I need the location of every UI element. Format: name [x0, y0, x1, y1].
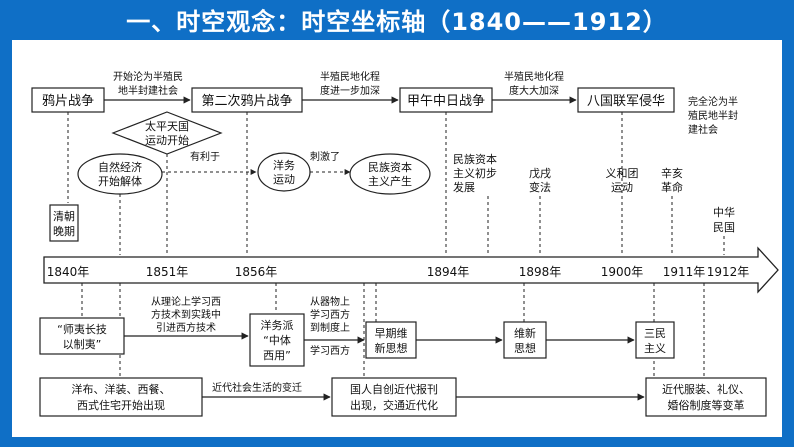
shiyi-box — [39, 317, 125, 355]
roc-1: 中华 — [713, 205, 735, 219]
note-theory-3: 引进西方技术 — [156, 321, 216, 334]
sanmin-2: 主义 — [644, 342, 666, 355]
year-1856: 1856年 — [235, 265, 278, 279]
note-deepened-1: 半殖民地化程 — [320, 70, 380, 83]
event-eight-nation-box — [577, 87, 675, 113]
early-reform-1: 早期维 — [375, 327, 408, 340]
note-fully-semi-colonial-1: 完全沦为半 — [688, 95, 738, 108]
roc-2: 民国 — [713, 221, 735, 234]
zhongti-2: “中体 — [263, 333, 291, 347]
wuxu-reform-1: 戊戌 — [529, 167, 551, 180]
natural-economy-ellipse — [77, 153, 163, 195]
year-1911: 1911年 — [663, 265, 706, 279]
note-semi-colonial-start-1: 开始沦为半殖民 — [113, 70, 183, 83]
national-capital-1: 民族资本 — [368, 160, 412, 174]
natural-economy-1: 自然经济 — [98, 160, 142, 174]
event-sino-japanese-war: 甲午中日战争 — [407, 94, 485, 109]
zhongti-3: 西用” — [263, 349, 291, 362]
shiyi-1: “师夷长技 — [57, 323, 107, 336]
year-1898: 1898年 — [519, 265, 562, 279]
note-greatly-deepened-1: 半殖民地化程 — [504, 70, 564, 83]
page-title: 一、时空观念：时空坐标轴（1840——1912） — [126, 8, 668, 36]
year-1894: 1894年 — [427, 265, 470, 279]
late-qing-1: 清朝 — [53, 210, 75, 223]
note-deepened-2: 度进一步加深 — [320, 84, 380, 97]
year-1840: 1840年 — [47, 265, 90, 279]
label-stimulate: 刺激了 — [310, 150, 340, 163]
yangwu-2: 运动 — [273, 173, 295, 186]
taiping-line-1: 太平天国 — [145, 120, 189, 133]
society-right-2: 婚俗制度等变革 — [668, 398, 745, 412]
early-development-2: 主义初步 — [453, 166, 497, 180]
label-helps: 有利于 — [190, 150, 220, 163]
note-artifact-2: 学习西方 — [310, 308, 350, 321]
society-left-2: 西式住宅开始出现 — [77, 398, 165, 412]
late-qing-2: 晚期 — [53, 225, 75, 238]
society-right-1: 近代服装、礼仪、 — [662, 382, 750, 396]
xinhai-1: 辛亥 — [661, 166, 683, 180]
zhongti-1: 洋务派 — [261, 318, 294, 332]
society-mid-1: 国人自创近代报刊 — [350, 382, 438, 396]
year-1851: 1851年 — [146, 265, 189, 279]
xinhai-2: 革命 — [661, 180, 683, 194]
national-capital-2: 主义产生 — [368, 174, 412, 188]
frame-right — [782, 0, 794, 447]
event-eight-nation: 八国联军侵华 — [587, 93, 665, 109]
year-1912: 1912年 — [707, 265, 750, 279]
late-qing-box — [49, 204, 79, 242]
title-bar — [0, 0, 794, 40]
early-development-1: 民族资本 — [453, 152, 497, 166]
society-change-label: 近代社会生活的变迁 — [212, 381, 302, 394]
note-artifact-4: 学习西方 — [310, 344, 350, 357]
reform-1: 维新 — [514, 326, 536, 340]
society-mid-box — [331, 377, 457, 417]
early-reform-2: 新思想 — [375, 341, 408, 355]
note-artifact-1: 从器物上 — [310, 295, 350, 308]
frame-left — [0, 0, 12, 447]
early-reform-box — [365, 321, 417, 359]
sanmin-1: 三民 — [644, 327, 666, 340]
wuxu-reform-2: 变法 — [529, 180, 551, 194]
natural-economy-2: 开始解体 — [98, 174, 142, 188]
note-theory-2: 方技术到实践中 — [151, 308, 221, 321]
taiping-line-2: 运动开始 — [145, 133, 189, 147]
yangwu-1: 洋务 — [273, 158, 295, 172]
society-left-box — [39, 377, 203, 417]
national-capital-ellipse — [349, 153, 431, 195]
society-left-1: 洋布、洋装、西餐、 — [72, 382, 171, 396]
reform-2: 思想 — [514, 341, 536, 355]
event-second-opium-war: 第二次鸦片战争 — [201, 93, 292, 109]
event-opium-war: 鸦片战争 — [42, 93, 94, 109]
shiyi-2: 以制夷” — [63, 338, 102, 351]
note-fully-semi-colonial-2: 殖民地半封 — [688, 109, 738, 122]
society-mid-2: 出现，交通近代化 — [350, 398, 438, 412]
taiping-diamond — [111, 111, 223, 155]
sanmin-box — [635, 321, 675, 359]
note-greatly-deepened-2: 度大大加深 — [509, 84, 559, 97]
note-fully-semi-colonial-3: 建社会 — [688, 123, 718, 136]
note-theory-1: 从理论上学习西 — [151, 295, 221, 308]
year-1900: 1900年 — [601, 265, 644, 279]
society-right-box — [645, 377, 767, 417]
note-semi-colonial-start-2: 地半封建社会 — [118, 84, 178, 97]
note-artifact-3: 到制度上 — [310, 321, 350, 334]
timeline-arrow — [43, 246, 779, 294]
frame-bottom — [0, 437, 794, 447]
early-development-3: 发展 — [453, 180, 475, 194]
boxer-movement-2: 运动 — [611, 181, 633, 194]
